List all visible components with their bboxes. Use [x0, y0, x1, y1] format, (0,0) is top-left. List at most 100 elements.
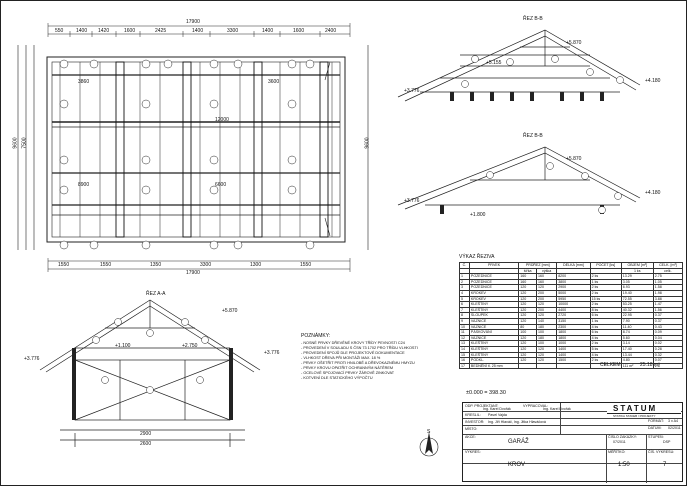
section-aa-title: ŘEZ A-A: [146, 291, 166, 297]
plan-dim-total-top: 17900: [186, 19, 200, 25]
bom-header: DÉLKA [mm]: [556, 262, 591, 269]
bom-subheader: celk.: [652, 267, 684, 275]
level-top: +5.870: [566, 40, 582, 46]
bom-cell: 2 ks: [589, 273, 622, 280]
bom-cell: KLEŠTINY: [468, 306, 520, 314]
tb-no-label: ČÍSLO ZAKÁZKY:: [608, 435, 637, 439]
note-item: - PROVEDENÍ SPOJŮ DLE PROJEKTOVÉ DOKUMEN…: [301, 351, 405, 355]
plan-dim-top-3: 1420: [98, 28, 110, 34]
section-bb1-title: ŘEZ B-B: [523, 16, 543, 22]
bom-cell: 1.47: [652, 301, 684, 308]
bom-cell: [536, 362, 558, 370]
plan-dim-top-4: 1600: [124, 28, 136, 34]
bom-cell: 4 ks: [589, 323, 622, 331]
bom-title: VÝKAZ ŘEZIVA: [459, 254, 495, 260]
tb-format: 3 x A4: [668, 419, 678, 423]
svg-text:S: S: [427, 429, 431, 435]
note-item: - VLHKOST DŘEVA PŘI MONTÁŽI MAX. 18 %: [301, 356, 381, 360]
plan-dim-inner-3: 12000: [215, 117, 229, 123]
bom-cell: 1 ks: [589, 317, 622, 325]
bom-cell: 2 ks: [589, 290, 622, 297]
bom-cell: POZEDNICE: [468, 273, 520, 280]
bom-cell: 2.8: [652, 362, 684, 370]
level-ridge: +5.155: [486, 60, 502, 66]
plan-dim-top-9: 1600: [293, 28, 305, 34]
bom-cell: 5000: [556, 290, 591, 297]
tb-resp-value: Ing. Karel Dvořák: [483, 407, 511, 411]
bom-cell: 1.56: [652, 306, 684, 314]
bom-cell: 15 ks: [589, 295, 622, 303]
bom-cell: 0.09: [652, 329, 684, 336]
tb-date-label: DATUM:: [648, 426, 662, 430]
bom-cell: 2 ks: [589, 301, 622, 308]
bom-cell: KLEŠTINY: [468, 351, 520, 359]
bom-cell: 3.88: [652, 295, 684, 303]
bom-cell: 8200: [556, 273, 591, 280]
bom-cell: 0.43: [652, 323, 684, 331]
bom-cell: [556, 362, 591, 370]
bom-cell: 2.75: [652, 273, 684, 280]
bom-header: CELK. [m³]: [652, 262, 684, 269]
tb-sheet-label: ČÍS. VÝKRESU:: [648, 450, 675, 454]
tb-scale: 1:50: [618, 462, 630, 468]
level-top-lower: +5.870: [566, 156, 582, 162]
plan-dim-top-10: 2400: [325, 28, 337, 34]
tb-scale-label: MĚŘÍTKO:: [608, 450, 626, 454]
bom-cell: 0.37: [652, 317, 684, 325]
note-item: - PRVKY OŠETŘIT PROTI HNILOBĚ A DŘEVOKAZ…: [301, 361, 415, 365]
truss-frames: [115, 61, 329, 238]
tb-place-label: MÍSTO:: [465, 427, 478, 431]
plan-dim-inner-2: 3600: [268, 79, 280, 85]
bom-cell: BEDNĚNÍ tl. 25 mm: [468, 362, 520, 370]
plan-dim-bottom-4: 3300: [200, 262, 212, 268]
bom-cell: 2900: [556, 284, 591, 291]
bom-cell: 4 ks: [589, 351, 622, 359]
plan-dim-inner-1: 3860: [78, 79, 90, 85]
bom-cell: 1800: [556, 334, 591, 342]
bom-cell: PODKL.: [468, 357, 520, 364]
notes-title: POZNÁMKY:: [301, 333, 331, 339]
bom-total-value: 25.18 m³: [640, 362, 660, 368]
plan-dim-top-7: 3300: [227, 28, 239, 34]
bom-cell: KLEŠTINY: [468, 301, 520, 308]
plan-dim-top-8: 1400: [262, 28, 274, 34]
tb-format-label: FORMÁT:: [648, 419, 664, 423]
level-right-lower: +4.180: [645, 190, 661, 196]
bom-cell: 0.07: [652, 357, 684, 364]
note-item: - NOSNÉ PRVKY DŘEVĚNÉ KROVY TŘÍDY PEVNOS…: [301, 341, 405, 345]
plan-dim-top-1: 550: [55, 28, 64, 34]
tb-drawn-value: Pavel Vajda: [488, 413, 507, 417]
bom-cell: KROKEV: [468, 290, 520, 297]
bom-cell: 10000: [556, 301, 591, 308]
tb-stage-label: STUPEŇ:: [648, 435, 664, 439]
bom-cell: PÁSKOVÁNÍ: [468, 329, 520, 336]
bom-cell: 0.28: [652, 345, 684, 353]
aa-level-mid: +2.750: [182, 343, 198, 349]
tb-no: 07/2011: [613, 440, 626, 444]
plan-dim-top-2: 1400: [76, 28, 88, 34]
bom-cell: 4 ks: [589, 334, 622, 342]
bom-cell: 3800: [556, 278, 591, 286]
bom-cell: KLEŠTINY: [468, 345, 520, 353]
bom-cell: 1400: [556, 351, 591, 359]
tb-drawing: KROV: [508, 462, 526, 468]
bom-cell: [518, 362, 538, 370]
plan-dim-bottom-6: 1550: [300, 262, 312, 268]
tb-stage: DSP: [663, 440, 671, 444]
aa-level-low: +1.100: [115, 343, 131, 349]
bom-table: Č. PRVEK PRŮŘEZ [mm] DÉLKA [mm] POČET [k…: [459, 262, 684, 370]
bom-cell: 2720: [556, 312, 591, 319]
